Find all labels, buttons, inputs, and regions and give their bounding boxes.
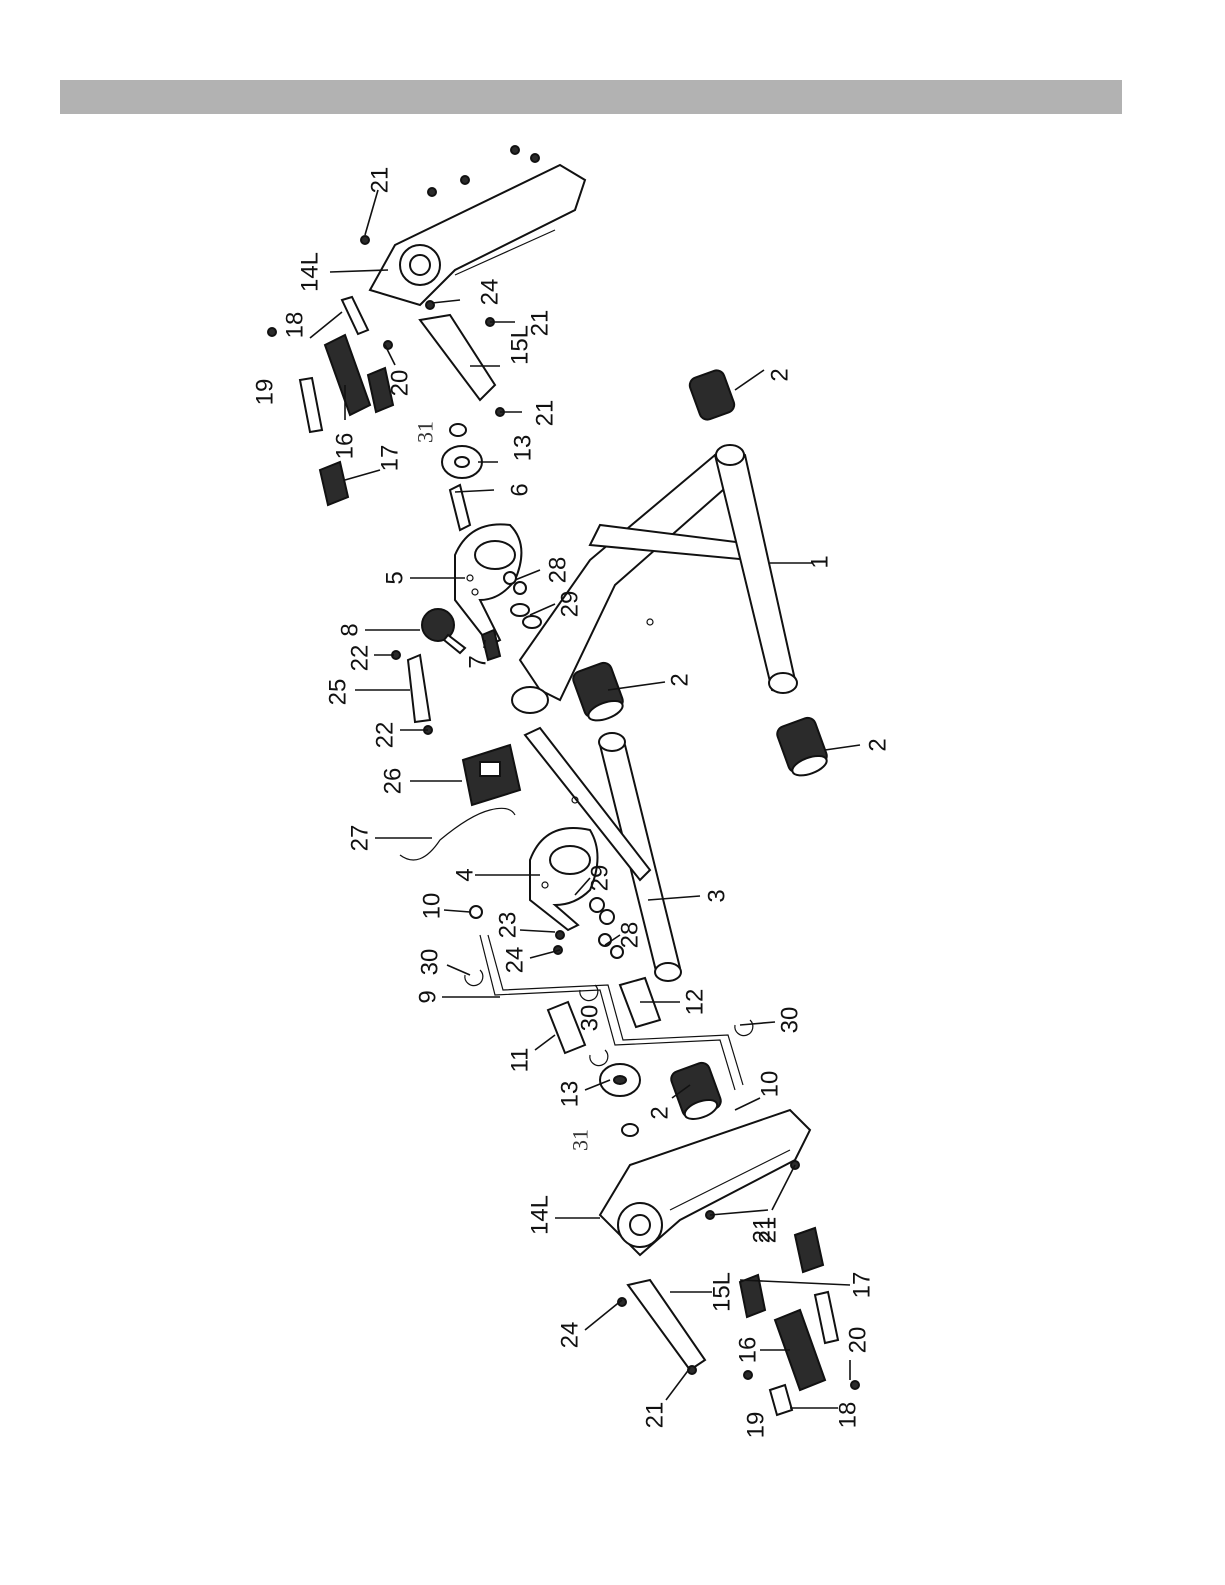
- part-15L-bottom-cover: [628, 1280, 705, 1370]
- part-13-washer-bottom: [600, 1064, 640, 1096]
- part-label-30: 30: [577, 1005, 604, 1032]
- leader-line-30: [447, 965, 470, 975]
- leader-line-10: [444, 910, 470, 912]
- leader-line-21: [710, 1210, 768, 1215]
- part-label-20: 20: [845, 1327, 872, 1354]
- part-label-8: 8: [337, 623, 364, 636]
- part-label-28: 28: [545, 557, 572, 584]
- part-label-16: 16: [735, 1337, 762, 1364]
- leader-line-10: [735, 1098, 760, 1110]
- part-label-12: 12: [682, 989, 709, 1016]
- part-label-21: 21: [367, 167, 394, 194]
- part-label-14l: 14L: [527, 1195, 554, 1235]
- part-8-knob: [422, 609, 465, 653]
- leader-line-21: [666, 1368, 690, 1400]
- part-label-23: 23: [495, 912, 522, 939]
- part-label-21: 21: [532, 400, 559, 427]
- part-label-28: 28: [617, 922, 644, 949]
- part-16-pedal-top: [325, 335, 370, 415]
- leader-line-24: [432, 300, 460, 303]
- part-label-24: 24: [557, 1322, 584, 1349]
- part-label-11: 11: [507, 1048, 534, 1073]
- part-label-31: 31: [568, 1129, 593, 1151]
- part-13-washer-top: [442, 446, 482, 478]
- part-label-29: 29: [587, 865, 614, 892]
- leader-line-21: [365, 190, 378, 235]
- part-label-19: 19: [743, 1412, 770, 1439]
- part-15L-top-cover: [420, 315, 495, 400]
- leader-line-11: [535, 1035, 555, 1050]
- part-label-19: 19: [252, 379, 279, 406]
- part-label-5: 5: [382, 571, 409, 584]
- part-label-9: 9: [415, 990, 442, 1003]
- part-label-26: 26: [380, 768, 407, 795]
- part-label-30: 30: [777, 1007, 804, 1034]
- part-label-15l: 15L: [709, 1272, 736, 1312]
- part-label-6: 6: [507, 483, 534, 496]
- part-label-21: 21: [755, 1217, 782, 1244]
- part-label-29: 29: [557, 591, 584, 618]
- part-label-17: 17: [377, 445, 404, 472]
- part-label-2: 2: [767, 368, 794, 381]
- part-label-24: 24: [502, 947, 529, 974]
- part-label-3: 3: [704, 889, 731, 902]
- part-label-30: 30: [417, 949, 444, 976]
- leader-line-23: [520, 930, 555, 932]
- leader-line-24: [585, 1300, 622, 1330]
- part-label-25: 25: [325, 679, 352, 706]
- part-label-1: 1: [807, 555, 834, 568]
- part-26-monitor: [463, 745, 520, 805]
- leader-line-2: [825, 745, 860, 750]
- part-label-22: 22: [347, 645, 374, 672]
- part-label-16: 16: [332, 433, 359, 460]
- part-label-20: 20: [387, 370, 414, 397]
- part-label-4: 4: [452, 868, 479, 881]
- part-label-7: 7: [465, 655, 492, 668]
- leader-line-29: [530, 604, 555, 615]
- part-label-2: 2: [865, 738, 892, 751]
- part-label-24: 24: [477, 279, 504, 306]
- part-label-18: 18: [835, 1402, 862, 1429]
- part-label-2: 2: [647, 1106, 674, 1119]
- part-label-2: 2: [667, 673, 694, 686]
- part-label-17: 17: [849, 1272, 876, 1299]
- part-label-10: 10: [757, 1071, 784, 1098]
- part-27-cable: [400, 808, 515, 860]
- leader-line-30: [740, 1022, 775, 1025]
- part-25-cover: [408, 655, 430, 722]
- leader-line-17: [345, 470, 380, 480]
- leader-line-2: [735, 370, 764, 390]
- part-label-13: 13: [557, 1081, 584, 1108]
- part-label-15l: 15L: [507, 325, 534, 365]
- part-label-21: 21: [642, 1402, 669, 1429]
- part-label-27: 27: [347, 825, 374, 852]
- part-label-14l: 14L: [297, 252, 324, 292]
- part-label-31: 31: [413, 421, 438, 443]
- part-label-18: 18: [282, 312, 309, 339]
- leader-line-7: [484, 640, 485, 648]
- leader-line-18: [310, 312, 342, 338]
- part-label-13: 13: [510, 435, 537, 462]
- part-label-22: 22: [372, 722, 399, 749]
- leader-line-21: [772, 1165, 795, 1210]
- part-label-10: 10: [419, 893, 446, 920]
